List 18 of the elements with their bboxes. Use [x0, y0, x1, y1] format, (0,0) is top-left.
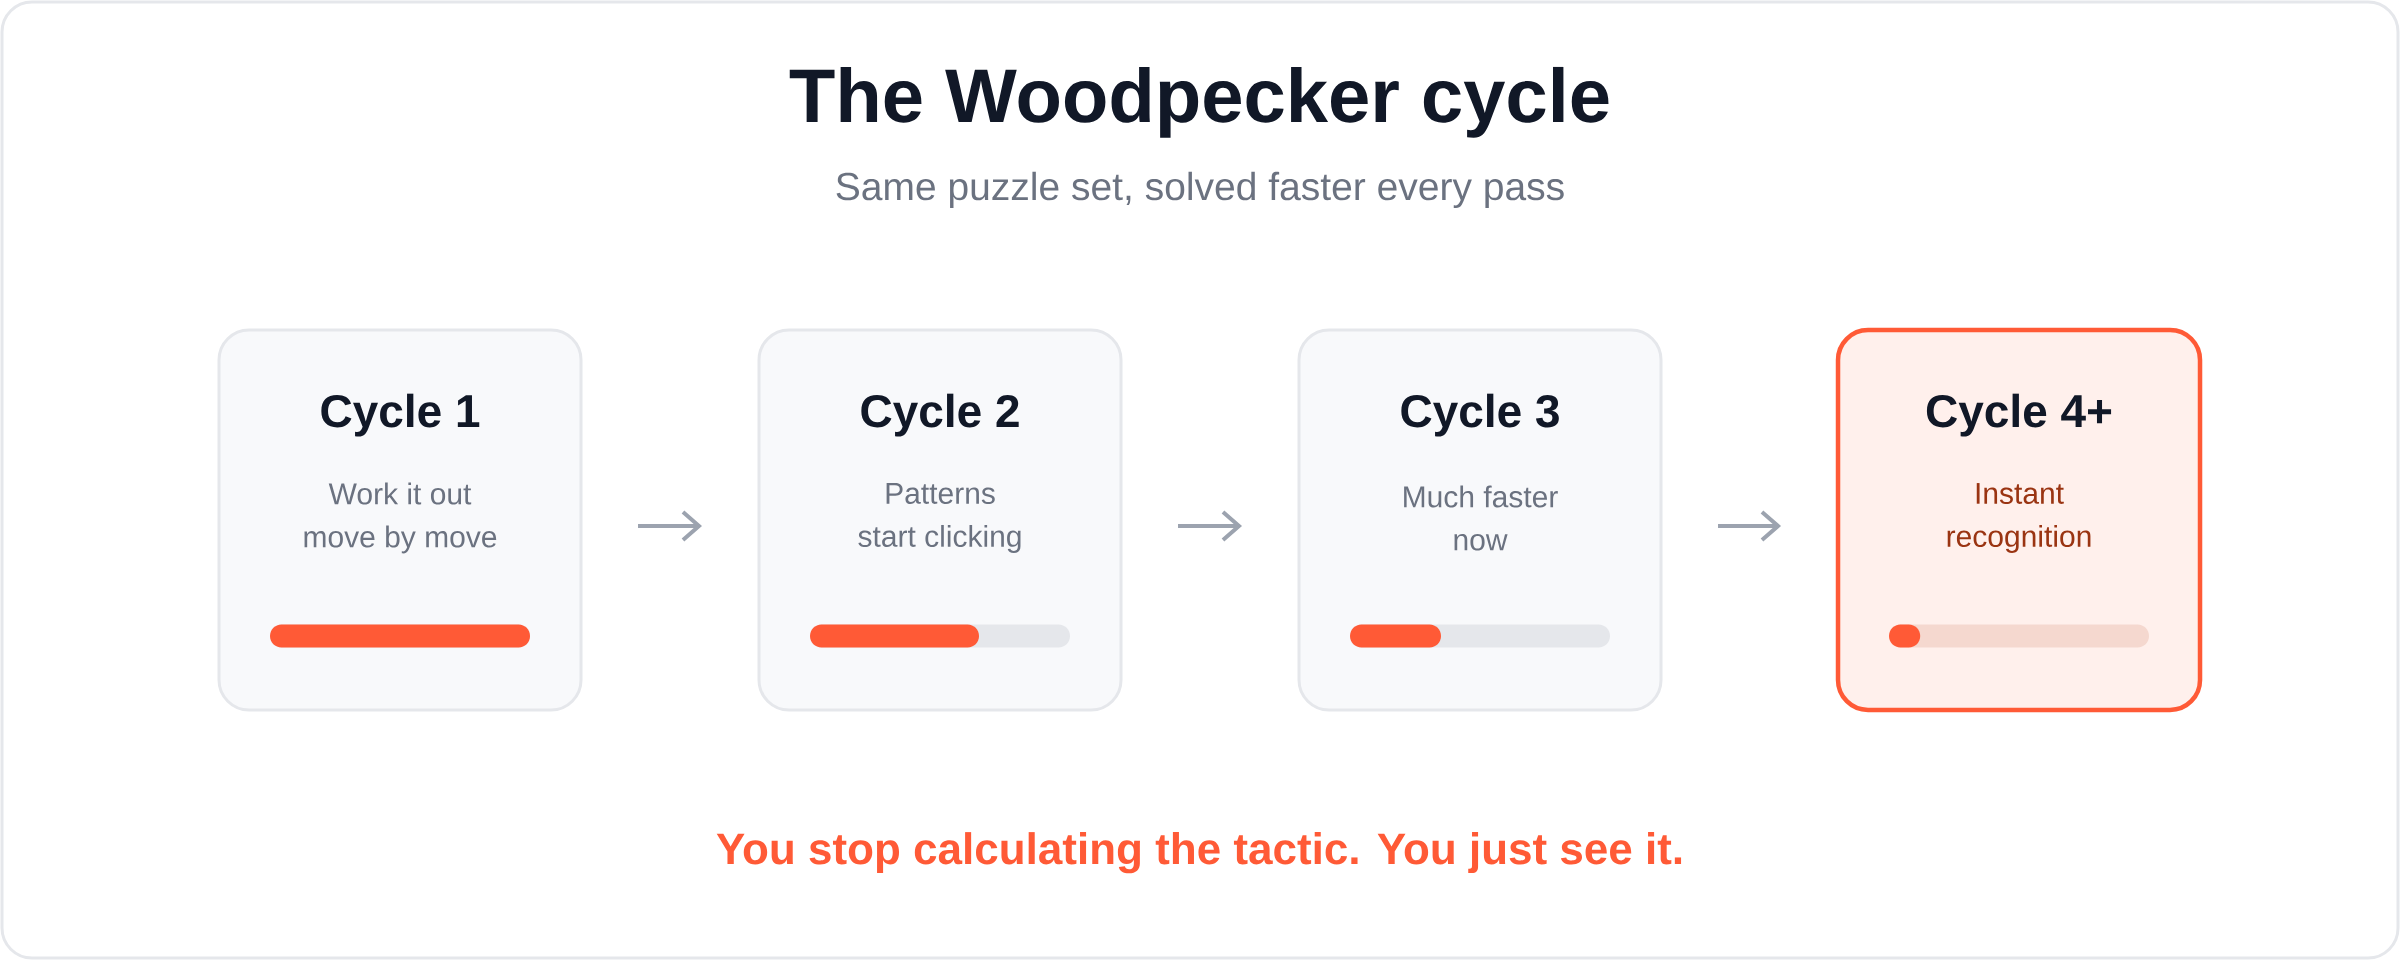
card-title: Cycle 1	[321, 393, 480, 437]
card-title: Cycle 3	[1401, 393, 1559, 437]
card-text: Much faster now	[1404, 485, 1558, 551]
card-text: Work it out move by move	[304, 482, 497, 554]
card	[757, 328, 1123, 712]
subtitle: Same puzzle set, solved faster every pass	[836, 171, 1564, 209]
arrow	[638, 510, 702, 542]
arrow	[1178, 510, 1242, 542]
arrow	[1718, 510, 1781, 542]
card	[1835, 327, 2203, 713]
caption: You stop calculating the tactic. You just see it.	[716, 832, 1682, 874]
card-title: Cycle 2	[861, 393, 1019, 437]
card-text: Instant recognition	[1947, 483, 2091, 553]
card	[217, 328, 583, 712]
card-text: Patterns start clicking	[858, 483, 1021, 553]
card-title: Cycle 4+	[1926, 393, 2112, 437]
title: The Woodpecker cycle	[789, 66, 1609, 138]
card	[1297, 328, 1663, 712]
